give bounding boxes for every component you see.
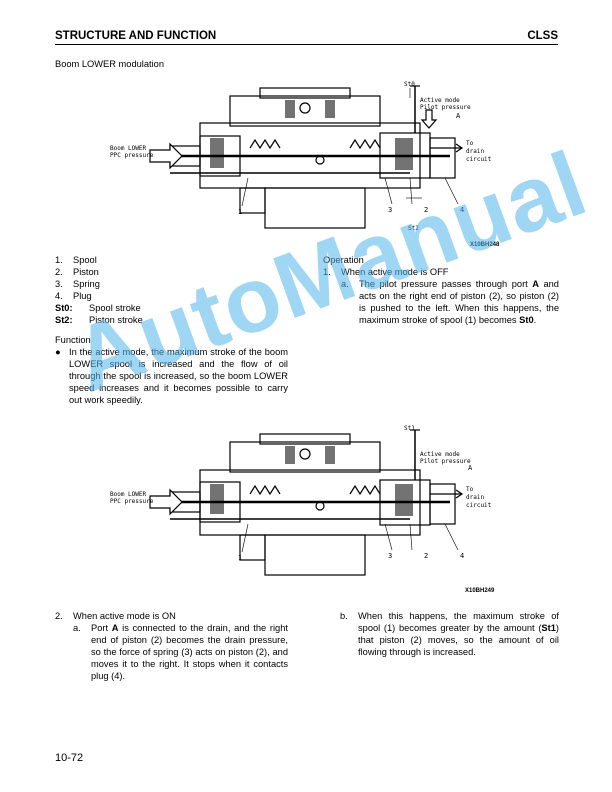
header-chapter: CLSS [527, 30, 558, 42]
operation-item-1a: a. The pilot pressure passes through por… [341, 279, 559, 325]
fig2-label-boom-lower: Boom LOWER [110, 491, 147, 498]
fig2-callout-4: 4 [460, 552, 464, 560]
list-item: 3.Spring [55, 279, 100, 289]
operation-title: Operation [323, 255, 364, 265]
section-title: Boom LOWER modulation [55, 59, 165, 69]
header-section-title: STRUCTURE AND FUNCTION [55, 30, 217, 42]
operation-item-2a: a. Port A is connected to the drain, and… [73, 623, 288, 681]
fig1-callout-1: 1 [238, 208, 242, 216]
function-title: Function [55, 335, 91, 345]
fig2-label-to: To [466, 486, 474, 493]
list-item: St2:Piston stroke [55, 315, 143, 325]
fig2-callout-1: 1 [238, 554, 242, 562]
fig1-label-st0: St0 [404, 81, 415, 88]
operation-item-2b: b. When this happens, the maximum stroke… [340, 611, 559, 657]
fig2-label-port-a: A [468, 464, 473, 472]
list-item: 1.Spool [55, 255, 97, 265]
fig1-label-active-mode: Active mode [420, 97, 460, 104]
fig1-label-pilot-pressure: Pilot pressure [420, 104, 471, 111]
operation-section: Operation 1. When active mode is OFF a. … [323, 254, 559, 326]
fig2-callout-3: 3 [388, 552, 392, 560]
parts-list: 1.Spool 2.Piston 3.Spring 4.Plug St0:Spo… [55, 254, 295, 326]
fig1-label-port-a: A [456, 112, 461, 120]
fig2-label-drain: drain [466, 494, 484, 501]
fig2-label-pilot-pressure: Pilot pressure [420, 458, 471, 465]
fig1-label-drain: drain [466, 148, 484, 155]
header-rule [55, 44, 558, 45]
fig1-label-to: To [466, 140, 474, 147]
fig1-callout-3: 3 [388, 206, 392, 214]
list-item: 4.Plug [55, 291, 92, 301]
fig2-callout-2: 2 [424, 552, 428, 560]
figure-boom-lower-off: St0 Active mode Pilot pressure A Boom LO… [110, 81, 500, 248]
bullet-icon: ● [55, 347, 61, 357]
fig1-callout-2: 2 [424, 206, 428, 214]
fig1-code: X10BH248 [470, 242, 500, 248]
list-item: St0:Spool stroke [55, 303, 141, 313]
fig1-label-boom-lower: Boom LOWER [110, 145, 147, 152]
fig2-label-st1: St1 [404, 425, 415, 432]
fig2-label-ppc-pressure: PPC pressure [110, 498, 154, 505]
list-item: 2.Piston [55, 267, 99, 277]
fig2-code: X10BH249 [465, 588, 495, 594]
fig1-callout-4: 4 [460, 206, 464, 214]
page-number: 10-72 [55, 752, 84, 764]
fig2-label-circuit: circuit [466, 502, 492, 509]
operation-item-2: 2. When active mode is ON a. Port A is c… [55, 611, 288, 681]
fig1-label-ppc-pressure: PPC pressure [110, 152, 154, 159]
operation-item-1: 1. When active mode is OFF [323, 267, 449, 277]
figure-boom-lower-on: St1 Active mode Pilot pressure A Boom LO… [110, 425, 495, 594]
fig1-label-circuit: circuit [466, 156, 492, 163]
fig2-label-active-mode: Active mode [420, 451, 460, 458]
fig1-label-st2: St2 [408, 225, 419, 232]
function-bullet: ● In the active mode, the maximum stroke… [55, 347, 288, 405]
function-section: Function ● In the active mode, the maxim… [55, 334, 288, 406]
